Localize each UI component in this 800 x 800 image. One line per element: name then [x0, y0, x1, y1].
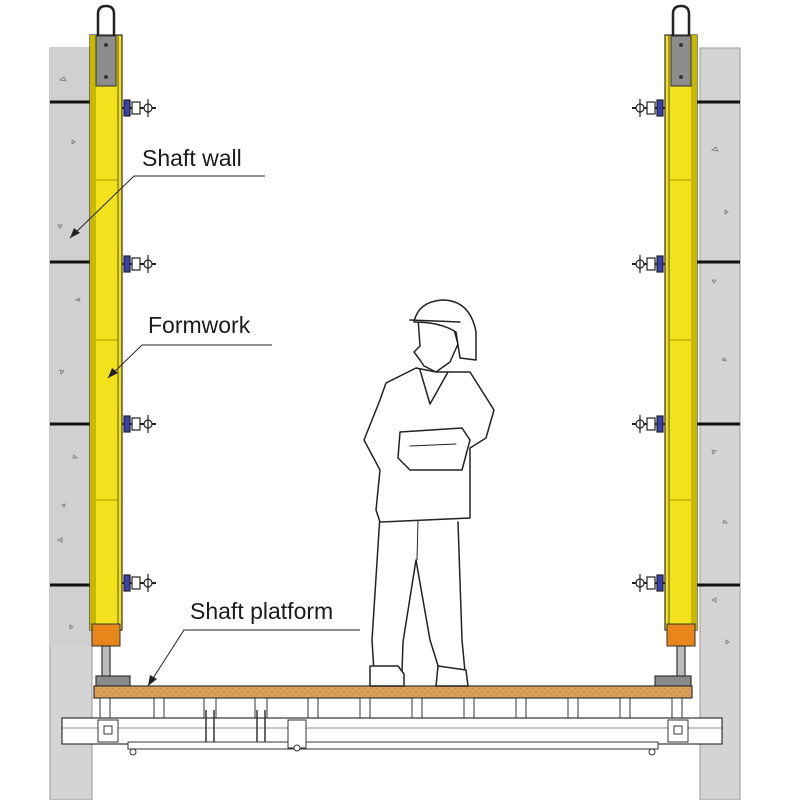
right-formwork-base-plate — [666, 623, 696, 647]
left-shaft-wall — [49, 47, 96, 800]
platform-adjustment-box — [287, 719, 307, 749]
left-lifting-hook — [96, 4, 116, 36]
left-wall-upper-face — [50, 48, 92, 646]
label-shaft-platform-text: Shaft platform — [190, 598, 333, 624]
label-formwork-arrowhead — [108, 368, 118, 378]
left-formwork-top-bracket — [95, 35, 117, 87]
tie-clamp — [122, 255, 156, 273]
right-formwork — [664, 4, 698, 647]
label-formwork: Formwork — [107, 312, 272, 379]
right-lifting-hook — [671, 4, 691, 36]
tie-clamp — [122, 574, 156, 592]
worker-crossed-arms — [397, 427, 471, 471]
worker-right-boot — [435, 665, 469, 687]
platform-deck — [93, 685, 693, 699]
tie-clamp — [632, 415, 665, 433]
right-formwork-top-bracket — [670, 35, 692, 87]
platform-lower-rail — [127, 741, 659, 750]
left-tie-clamps — [122, 99, 156, 592]
tie-clamp — [122, 99, 156, 117]
label-shaft-wall-arrowhead — [70, 228, 80, 238]
tie-clamp — [632, 574, 665, 592]
right-formwork-wale-marks — [669, 179, 691, 501]
right-formwork-face-edge — [691, 35, 697, 630]
tie-clamp — [632, 255, 665, 273]
left-formwork-wale-marks — [96, 179, 118, 501]
label-shaft-wall: Shaft wall — [69, 145, 265, 239]
right-tie-clamps — [632, 99, 665, 592]
platform-right-beam-end — [667, 719, 689, 743]
label-formwork-text: Formwork — [148, 312, 251, 338]
worker-head — [413, 317, 459, 373]
left-formwork — [89, 4, 123, 647]
shaft-platform — [61, 685, 723, 756]
left-formwork-base-plate — [91, 623, 121, 647]
label-shaft-wall-text: Shaft wall — [142, 145, 242, 171]
worker-hard-hat — [413, 299, 477, 361]
worker-figure-icon — [363, 299, 495, 687]
right-shaft-wall — [696, 47, 741, 800]
tie-clamp — [122, 415, 156, 433]
left-support-spindle — [95, 645, 131, 687]
tie-clamp — [632, 99, 665, 117]
label-shaft-platform-arrowhead — [148, 675, 157, 686]
label-shaft-wall-leader — [69, 175, 265, 239]
platform-left-beam-end — [97, 719, 119, 743]
right-wall-aggregate-marks — [711, 146, 730, 645]
worker-legs — [371, 514, 466, 673]
worker-left-boot — [369, 665, 405, 687]
right-wall-joints — [696, 100, 740, 587]
platform-main-beam — [61, 717, 723, 745]
platform-hanger-rods — [205, 710, 266, 745]
left-wall-joints — [50, 100, 96, 587]
worker-collar — [419, 369, 449, 405]
left-wall-aggregate-marks — [57, 76, 81, 630]
label-shaft-platform: Shaft platform — [147, 598, 360, 687]
label-formwork-leader — [107, 344, 272, 379]
right-support-spindle — [654, 645, 692, 687]
left-formwork-face-edge — [90, 35, 96, 630]
label-shaft-platform-leader — [147, 629, 360, 687]
